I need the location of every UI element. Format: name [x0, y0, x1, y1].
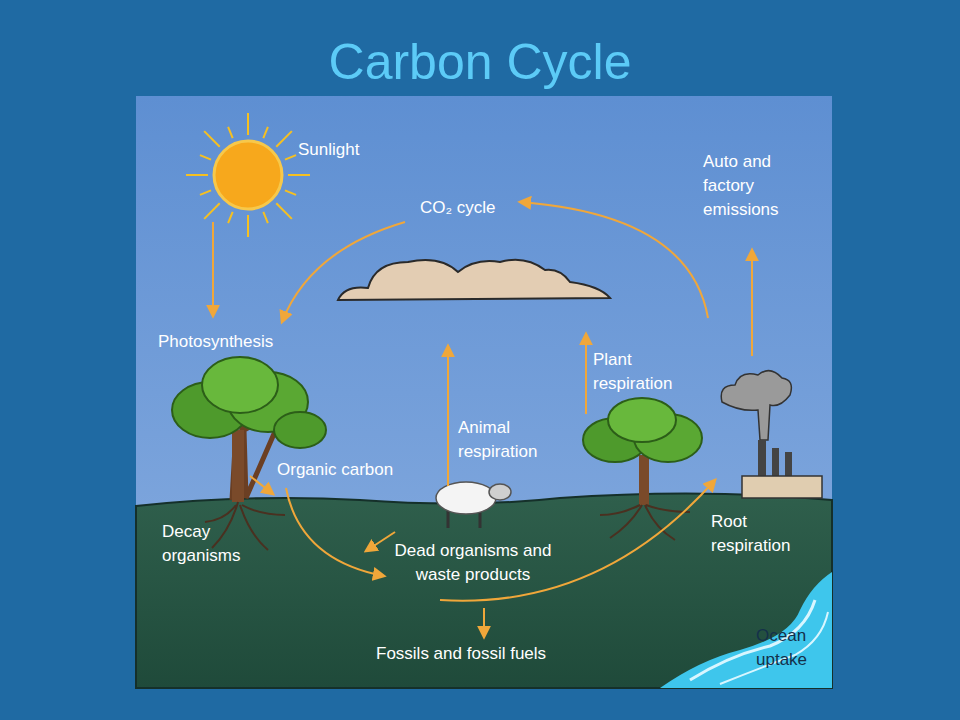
arrow: [483, 608, 485, 637]
cycle-label: Ocean uptake: [756, 624, 828, 672]
factory: [721, 371, 822, 498]
arrow: [447, 346, 449, 486]
arrow: [282, 222, 405, 322]
arrow: [585, 334, 587, 414]
tree-roots: [600, 505, 690, 540]
tree-crown: [608, 398, 676, 442]
sun: [186, 113, 310, 237]
sun-rays: [186, 113, 310, 237]
tree-trunk: [639, 455, 649, 505]
sun-disc: [214, 141, 282, 209]
sun-ray: [186, 174, 208, 176]
smoke: [721, 371, 791, 440]
sun-ray: [204, 203, 220, 219]
chimney: [785, 452, 792, 478]
cycle-label: CO₂ cycle: [420, 196, 496, 220]
ground: [136, 493, 832, 688]
tree-crown: [274, 412, 326, 448]
arrow: [250, 476, 273, 494]
sun-ray: [285, 190, 296, 195]
sun-ray: [228, 212, 233, 223]
sun-ray: [276, 203, 292, 219]
flow-arrows: [213, 202, 752, 637]
tree-crown: [202, 357, 278, 413]
arrow: [212, 222, 214, 316]
sheep-head: [489, 484, 511, 500]
cycle-label: Decay organisms: [162, 520, 262, 568]
sun-ray: [204, 131, 220, 147]
sun-ray: [200, 190, 211, 195]
arrow: [751, 250, 753, 356]
chimney: [772, 448, 779, 478]
sky-panel: [136, 96, 832, 688]
ocean: [660, 572, 832, 688]
sun-ray: [200, 155, 211, 160]
arrow: [366, 532, 395, 551]
chimney: [758, 440, 766, 478]
sun-ray: [263, 127, 268, 138]
cycle-label: Organic carbon: [277, 458, 393, 482]
sheep: [436, 482, 511, 528]
tree-roots: [205, 502, 285, 550]
cycle-label: Fossils and fossil fuels: [376, 642, 546, 666]
title: Carbon Cycle: [0, 30, 960, 94]
cycle-label: Root respiration: [711, 510, 815, 558]
tree: [583, 398, 702, 540]
cycle-label: Sunlight: [298, 138, 359, 162]
cycle-label: Dead organisms and waste products: [392, 539, 554, 587]
cycle-label: Photosynthesis: [158, 330, 273, 354]
factory-building: [742, 476, 822, 498]
sun-ray: [263, 212, 268, 223]
sheep-body: [436, 482, 496, 514]
wave-line: [720, 612, 828, 684]
sun-ray: [285, 155, 296, 160]
arrow: [286, 488, 384, 576]
sun-ray: [247, 215, 249, 237]
sun-ray: [276, 131, 292, 147]
cycle-label: Plant respiration: [593, 348, 697, 396]
arrow: [520, 202, 708, 318]
sun-ray: [288, 174, 310, 176]
tree-trunk: [232, 430, 244, 502]
cloud: [338, 260, 610, 300]
cycle-label: Auto and factory emissions: [703, 150, 815, 222]
tree: [172, 357, 326, 550]
sun-ray: [247, 113, 249, 135]
sun-ray: [228, 127, 233, 138]
cycle-label: Animal respiration: [458, 416, 562, 464]
